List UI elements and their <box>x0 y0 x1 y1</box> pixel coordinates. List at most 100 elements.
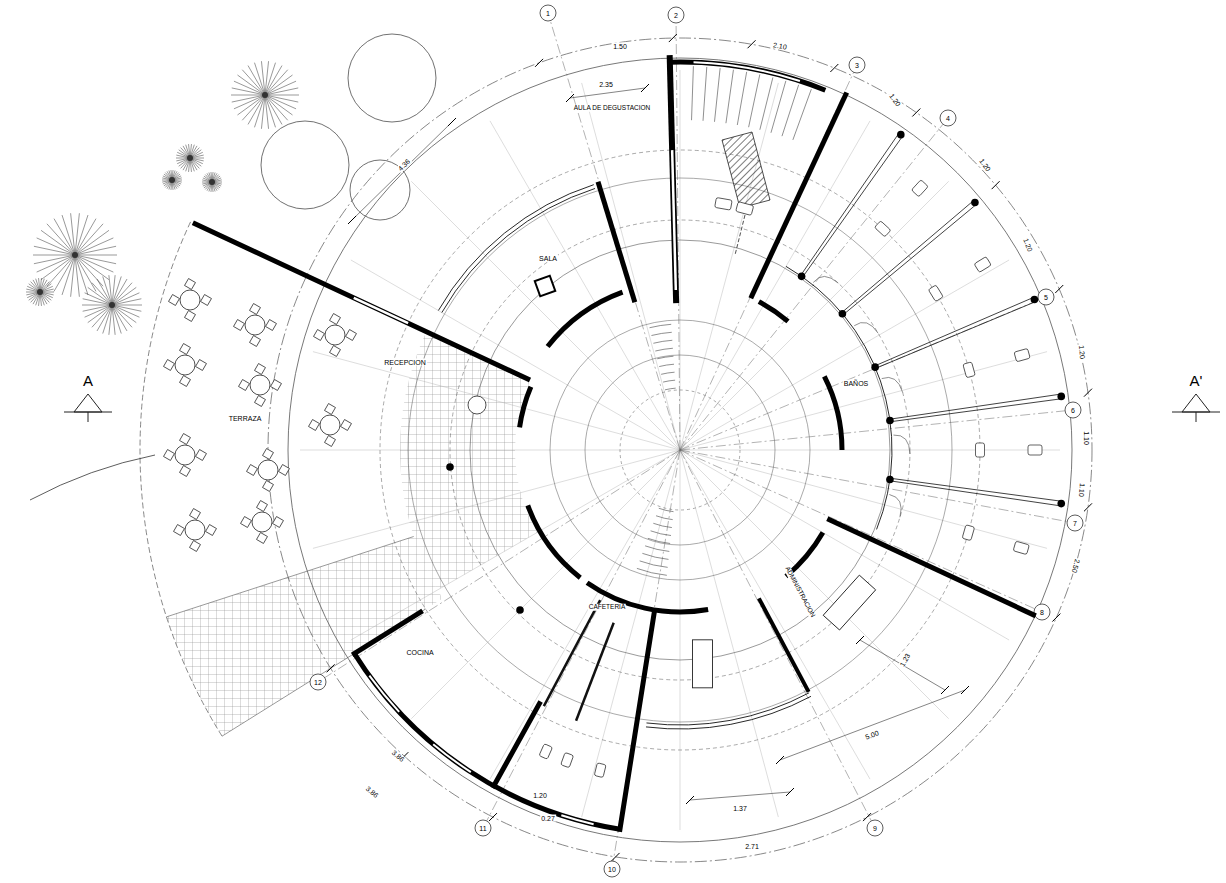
partition <box>842 201 974 313</box>
chair <box>257 533 268 544</box>
column <box>798 273 806 281</box>
door-swing <box>854 322 878 333</box>
chair <box>234 320 245 331</box>
partition <box>576 623 614 721</box>
column <box>1057 393 1065 401</box>
dimension-tick <box>612 853 620 861</box>
tree-symbol <box>265 81 296 95</box>
dimension-tick <box>686 796 694 804</box>
wall <box>759 302 788 322</box>
tree-trunk <box>37 289 43 295</box>
grid-radial <box>680 260 1009 450</box>
axis-number: 5 <box>1043 294 1049 301</box>
dimension-tick <box>327 664 335 672</box>
tree-symbol <box>75 255 113 272</box>
tree-symbol <box>75 255 109 280</box>
tree-symbol <box>85 305 112 317</box>
door-swing <box>813 276 838 283</box>
chair <box>196 450 207 461</box>
tree-symbol <box>33 255 75 256</box>
tree-symbol <box>112 299 141 305</box>
window <box>369 676 399 712</box>
basin-fixture <box>928 285 943 302</box>
axis-bubble <box>1038 289 1054 305</box>
partition <box>890 394 1061 419</box>
dimension-text: 3.86 <box>390 748 406 763</box>
chair <box>255 396 266 407</box>
tree-symbol <box>47 224 75 255</box>
partition <box>890 478 1061 501</box>
dimension-line <box>570 88 645 98</box>
room-name: AULA DE DEGUSTACION <box>573 105 651 112</box>
tree-crown <box>261 121 349 209</box>
axis-bubble <box>310 674 326 690</box>
grid-radial <box>490 121 680 450</box>
chair <box>180 434 191 445</box>
section-marker <box>64 394 112 422</box>
axis-line <box>548 13 680 450</box>
chair <box>201 295 212 306</box>
dimension-text: 1.20 <box>888 92 903 109</box>
wall <box>670 62 826 90</box>
tree-symbol <box>265 66 282 95</box>
tree-trunk <box>72 252 78 258</box>
wall <box>494 704 540 786</box>
tree-symbol <box>112 305 136 323</box>
terrace-table <box>258 460 278 480</box>
column <box>897 131 905 139</box>
grid-ring <box>288 58 1072 842</box>
window <box>433 744 471 772</box>
tree-symbol <box>41 230 75 255</box>
tree-symbol <box>75 246 116 255</box>
column <box>871 363 879 371</box>
chair <box>346 330 357 341</box>
axis-number: 11 <box>478 825 487 832</box>
axis-bubble <box>849 57 865 73</box>
dimension-text: 2.71 <box>744 843 760 850</box>
partition <box>544 600 600 706</box>
axis-line <box>680 297 1046 450</box>
stair-step <box>637 568 667 575</box>
wall <box>670 58 676 300</box>
basin-fixture <box>962 525 975 541</box>
wall <box>354 653 620 829</box>
terrace-table <box>180 290 200 310</box>
axis-number: 2 <box>673 12 679 19</box>
dimension-text: 1.50 <box>612 43 628 50</box>
grid-radial <box>582 83 680 450</box>
stair-step <box>793 89 811 140</box>
tree-symbol <box>112 293 139 305</box>
partition <box>803 136 903 277</box>
tree-symbol <box>85 293 112 305</box>
tree-symbol <box>248 95 265 124</box>
terrace-table <box>320 415 340 435</box>
dimension-tick <box>941 686 949 694</box>
stair-step <box>703 67 707 121</box>
stair-step <box>665 388 676 390</box>
terrace-edge <box>222 609 426 736</box>
column <box>971 199 979 207</box>
grid-radial <box>411 450 680 719</box>
column <box>886 476 894 484</box>
axis-line <box>680 450 1075 523</box>
tree-symbol <box>265 95 296 109</box>
partition <box>876 302 1036 369</box>
dimension-text: 1.20 <box>1022 236 1034 253</box>
tree-crown <box>348 34 436 122</box>
reception-floor <box>400 332 537 590</box>
room-name: BAÑOS <box>843 380 870 387</box>
chair <box>239 380 250 391</box>
dimension-tick <box>863 813 871 821</box>
glazed-front <box>442 188 595 312</box>
tree-symbol <box>54 255 75 291</box>
terrace-table <box>325 325 345 345</box>
stair-step <box>659 364 674 366</box>
toilet-fixture <box>1014 348 1030 361</box>
tree-symbol <box>109 275 112 305</box>
chair <box>190 541 201 552</box>
axis-number: 8 <box>1039 609 1045 616</box>
glazed-front <box>786 266 892 529</box>
chair <box>185 279 196 290</box>
stair-step <box>714 68 720 122</box>
